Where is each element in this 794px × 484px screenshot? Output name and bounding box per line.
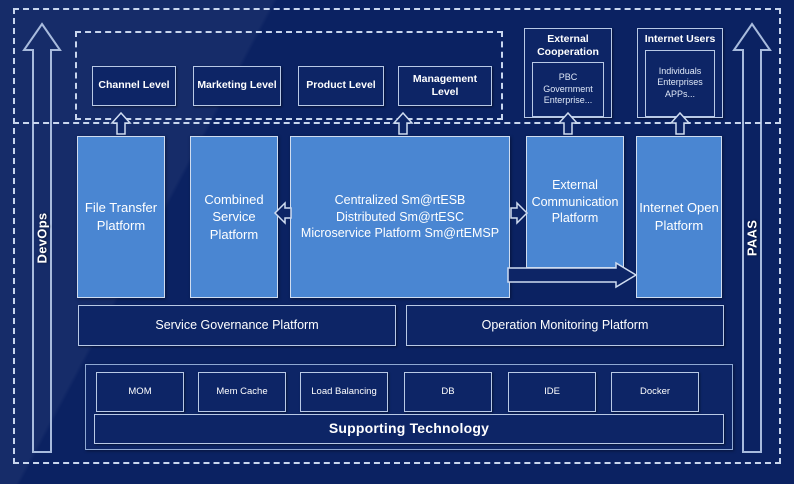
level-box-marketing[interactable]: Marketing Level xyxy=(193,66,281,106)
platform-label: File Transfer Platform xyxy=(84,200,158,233)
integration-line-3: Microservice Platform Sm@rtEMSP xyxy=(300,226,500,241)
tech-box-db[interactable]: DB xyxy=(404,372,492,412)
connector-arrow-integration xyxy=(392,111,414,135)
tech-box-mem-cache[interactable]: Mem Cache xyxy=(198,372,286,412)
devops-arrow: DevOps xyxy=(22,22,62,454)
tech-box-mom[interactable]: MOM xyxy=(96,372,184,412)
tech-label: DB xyxy=(441,386,455,398)
supporting-technology-bar[interactable]: Supporting Technology xyxy=(94,414,724,444)
paas-arrow-label: PAAS xyxy=(744,219,760,257)
level-label: Marketing Level xyxy=(197,79,277,92)
platform-combined-service[interactable]: Combined Service Platform xyxy=(190,136,278,298)
platform-integration[interactable]: Centralized Sm@rtESB Distributed Sm@rtES… xyxy=(290,136,510,298)
tech-label: Mem Cache xyxy=(216,386,268,398)
platform-label: Internet Open Platform xyxy=(639,200,719,233)
tech-label: Docker xyxy=(639,386,671,398)
governance-label: Service Governance Platform xyxy=(155,317,319,332)
level-box-product[interactable]: Product Level xyxy=(298,66,384,106)
tech-box-load-balancing[interactable]: Load Balancing xyxy=(300,372,388,412)
supporting-technology-label: Supporting Technology xyxy=(328,420,490,437)
tech-box-docker[interactable]: Docker xyxy=(611,372,699,412)
tech-box-ide[interactable]: IDE xyxy=(508,372,596,412)
levels-dashed-group xyxy=(75,31,503,120)
arrow-integration-to-internet-open xyxy=(507,261,638,289)
outer-dashed-frame xyxy=(13,8,781,464)
devops-arrow-label: DevOps xyxy=(34,212,50,264)
external-cooperation-title: External Cooperation xyxy=(537,33,599,58)
external-cooperation-members: PBC Government Enterprise... xyxy=(532,62,604,117)
external-cooperation-group[interactable]: External Cooperation PBC Government Ente… xyxy=(524,28,612,118)
tech-label: IDE xyxy=(544,386,560,398)
platform-label: External Communication Platform xyxy=(531,177,619,226)
connector-arrow-internet-open xyxy=(669,111,691,135)
platform-label: Combined Service Platform xyxy=(204,191,264,242)
level-label: Channel Level xyxy=(98,79,170,92)
level-box-management[interactable]: Management Level xyxy=(398,66,492,106)
level-label: Management Level xyxy=(412,72,478,98)
internet-users-group[interactable]: Internet Users Individuals Enterprises A… xyxy=(637,28,723,118)
platform-file-transfer[interactable]: File Transfer Platform xyxy=(77,136,165,298)
tech-label: MOM xyxy=(128,386,152,398)
service-governance-platform[interactable]: Service Governance Platform xyxy=(78,305,396,346)
level-box-channel[interactable]: Channel Level xyxy=(92,66,176,106)
internet-users-members: Individuals Enterprises APPs... xyxy=(645,49,715,117)
integration-line-2: Distributed Sm@rtESC xyxy=(336,209,464,224)
internet-users-title: Internet Users xyxy=(644,33,716,45)
connector-arrow-external-comm xyxy=(557,111,579,135)
platform-external-communication[interactable]: External Communication Platform xyxy=(526,136,624,268)
governance-label: Operation Monitoring Platform xyxy=(481,317,649,332)
arrow-integration-to-external-right-icon xyxy=(510,200,529,226)
operation-monitoring-platform[interactable]: Operation Monitoring Platform xyxy=(406,305,724,346)
paas-arrow: PAAS xyxy=(732,22,772,454)
paas-arrow-shape xyxy=(732,22,772,453)
platform-internet-open[interactable]: Internet Open Platform xyxy=(636,136,722,298)
level-label: Product Level xyxy=(306,79,376,92)
tech-label: Load Balancing xyxy=(311,386,377,398)
connector-arrow-file-transfer xyxy=(110,111,132,135)
devops-arrow-shape xyxy=(22,22,62,453)
integration-line-1: Centralized Sm@rtESB xyxy=(334,192,466,207)
arrow-integration-to-combined-left-icon xyxy=(273,200,292,226)
